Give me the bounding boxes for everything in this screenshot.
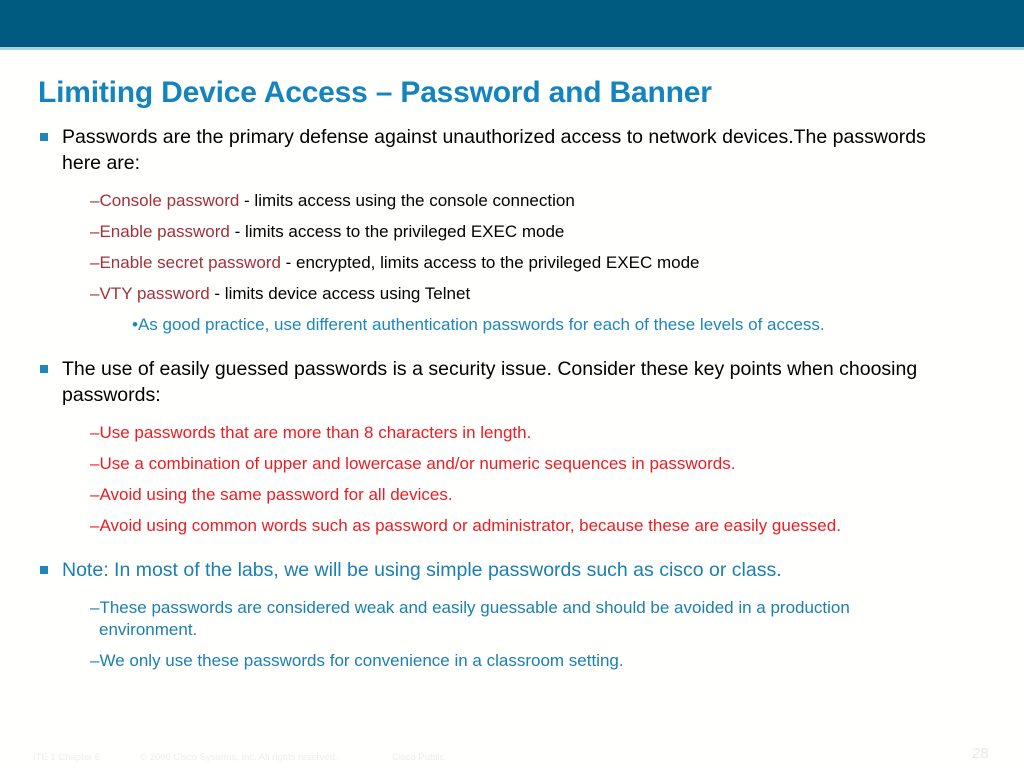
- bullet-level2-term: Console password: [99, 191, 240, 210]
- slide-footer: ITE 1 Chapter 6 © 2006 Cisco Systems, In…: [0, 750, 1024, 768]
- bullet-level2-text: Use a combination of upper and lowercase…: [99, 454, 736, 473]
- bullet-level2: –VTY password - limits device access usi…: [0, 283, 1024, 305]
- spacer: [0, 243, 1024, 252]
- dash-icon: –: [90, 516, 100, 535]
- spacer: [0, 641, 1024, 650]
- dash-icon: –: [90, 485, 100, 504]
- spacer: [0, 537, 1024, 557]
- dash-icon: –: [90, 598, 100, 617]
- bullet-level1: Note: In most of the labs, we will be us…: [0, 557, 1024, 583]
- bullet-level1-text: The use of easily guessed passwords is a…: [62, 358, 918, 406]
- page-title: Limiting Device Access – Password and Ba…: [38, 76, 712, 109]
- dash-icon: –: [90, 253, 100, 272]
- bullet-level2: –Console password - limits access using …: [0, 190, 1024, 212]
- bullet-level2: –Use a combination of upper and lowercas…: [0, 453, 1024, 475]
- bullet-level2-text: These passwords are considered weak and …: [99, 598, 850, 639]
- bullet-level2: –These passwords are considered weak and…: [0, 597, 1024, 641]
- bullet-level1: The use of easily guessed passwords is a…: [0, 356, 1024, 408]
- dash-icon: –: [90, 423, 100, 442]
- dash-icon: –: [90, 222, 100, 241]
- bullet-level2: –Avoid using common words such as passwo…: [0, 515, 1024, 537]
- page-number: 28: [972, 745, 989, 762]
- square-bullet-icon: [40, 566, 48, 574]
- top-banner: [0, 0, 1024, 47]
- square-bullet-icon: [40, 365, 48, 373]
- spacer: [0, 305, 1024, 314]
- footer-copyright: © 2006 Cisco Systems, Inc. All rights re…: [140, 752, 338, 763]
- bullet-level2: –Enable password - limits access to the …: [0, 221, 1024, 243]
- bullet-level1-text: Passwords are the primary defense agains…: [62, 126, 926, 174]
- bullet-level2-text: Avoid using common words such as passwor…: [99, 516, 841, 535]
- spacer: [0, 506, 1024, 515]
- bullet-level2: –We only use these passwords for conveni…: [0, 650, 1024, 672]
- bullet-level3-text: As good practice, use different authenti…: [137, 315, 825, 334]
- footer-classification: Cisco Public: [392, 752, 445, 763]
- spacer: [0, 274, 1024, 283]
- spacer: [0, 336, 1024, 356]
- spacer: [0, 444, 1024, 453]
- dot-bullet-icon: •: [132, 315, 138, 334]
- bullet-level2-rest: - limits access using the console connec…: [239, 191, 575, 210]
- bullet-level2-term: VTY password: [99, 284, 210, 303]
- dash-icon: –: [90, 284, 100, 303]
- bullet-level2: –Enable secret password - encrypted, lim…: [0, 252, 1024, 274]
- bullet-level2-rest: - limits device access using Telnet: [209, 284, 471, 303]
- bullet-level2-rest: - limits access to the privileged EXEC m…: [229, 222, 565, 241]
- dash-icon: –: [90, 191, 100, 210]
- dash-icon: –: [90, 651, 100, 670]
- bullet-level1-text: Note: In most of the labs, we will be us…: [62, 559, 782, 581]
- bullet-level2-term: Enable secret password: [99, 253, 281, 272]
- bullet-level1: Passwords are the primary defense agains…: [0, 124, 1024, 176]
- footer-course: ITE 1 Chapter 6: [33, 752, 101, 763]
- dash-icon: –: [90, 454, 100, 473]
- spacer: [0, 212, 1024, 221]
- spacer: [0, 176, 1024, 190]
- bullet-level2-rest: - encrypted, limits access to the privil…: [280, 253, 700, 272]
- bullet-level2-term: Enable password: [99, 222, 230, 241]
- banner-underline: [0, 47, 1024, 50]
- spacer: [0, 475, 1024, 484]
- bullet-level2-text: Avoid using the same password for all de…: [99, 485, 453, 504]
- spacer: [0, 583, 1024, 597]
- bullet-level2: –Avoid using the same password for all d…: [0, 484, 1024, 506]
- bullet-level2-text: We only use these passwords for convenie…: [99, 651, 624, 670]
- bullet-level3: •As good practice, use different authent…: [0, 314, 1024, 336]
- bullet-level2-text: Use passwords that are more than 8 chara…: [99, 423, 532, 442]
- spacer: [0, 408, 1024, 422]
- bullet-level2: –Use passwords that are more than 8 char…: [0, 422, 1024, 444]
- square-bullet-icon: [40, 133, 48, 141]
- slide-content: Passwords are the primary defense agains…: [0, 124, 1024, 672]
